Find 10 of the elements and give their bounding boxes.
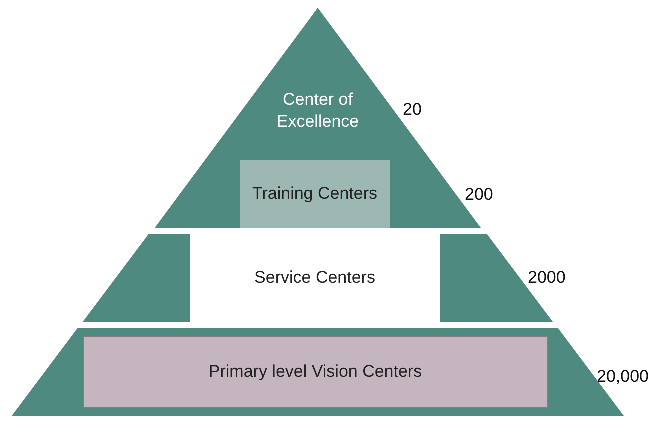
count-label: 200 — [465, 185, 494, 205]
tier-label: Service Centers — [254, 267, 376, 289]
tier-label: Primary level Vision Centers — [208, 361, 424, 383]
count-label: 20 — [403, 100, 422, 120]
count-label: 2000 — [528, 268, 566, 288]
tier-label: Training Centers — [251, 183, 379, 205]
primary-box — [83, 336, 548, 408]
tier-label: Center of Excellence — [276, 89, 360, 133]
training-box — [240, 160, 390, 228]
count-label: 20,000 — [597, 367, 649, 387]
